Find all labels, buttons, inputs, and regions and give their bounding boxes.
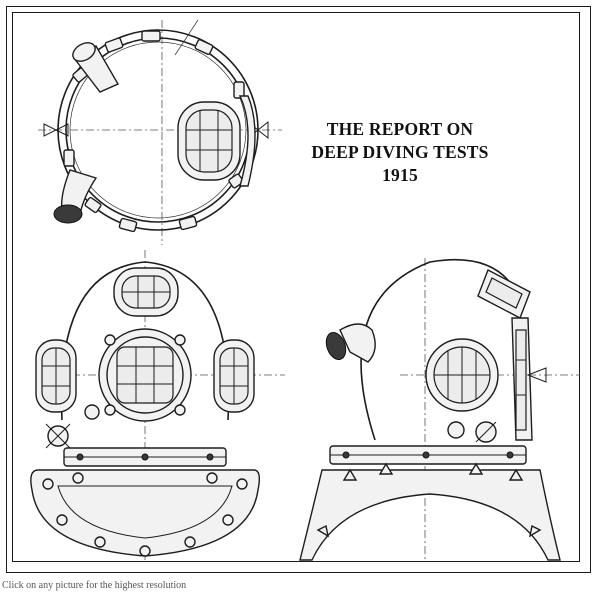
title-line-3: 1915 bbox=[382, 165, 418, 185]
title-line-1: THE REPORT ON bbox=[326, 119, 474, 139]
front-view-helmet[interactable] bbox=[30, 250, 285, 560]
drawing-frame bbox=[6, 6, 591, 573]
side-view-helmet[interactable] bbox=[299, 258, 580, 561]
caption-text: Click on any picture for the highest res… bbox=[2, 580, 187, 591]
title-line-2: DEEP DIVING TESTS bbox=[311, 142, 489, 162]
drawing-inner-border bbox=[12, 12, 580, 562]
top-view-helmet[interactable] bbox=[38, 19, 282, 245]
report-title: THE REPORT ON DEEP DIVING TESTS 1915 bbox=[300, 118, 500, 187]
